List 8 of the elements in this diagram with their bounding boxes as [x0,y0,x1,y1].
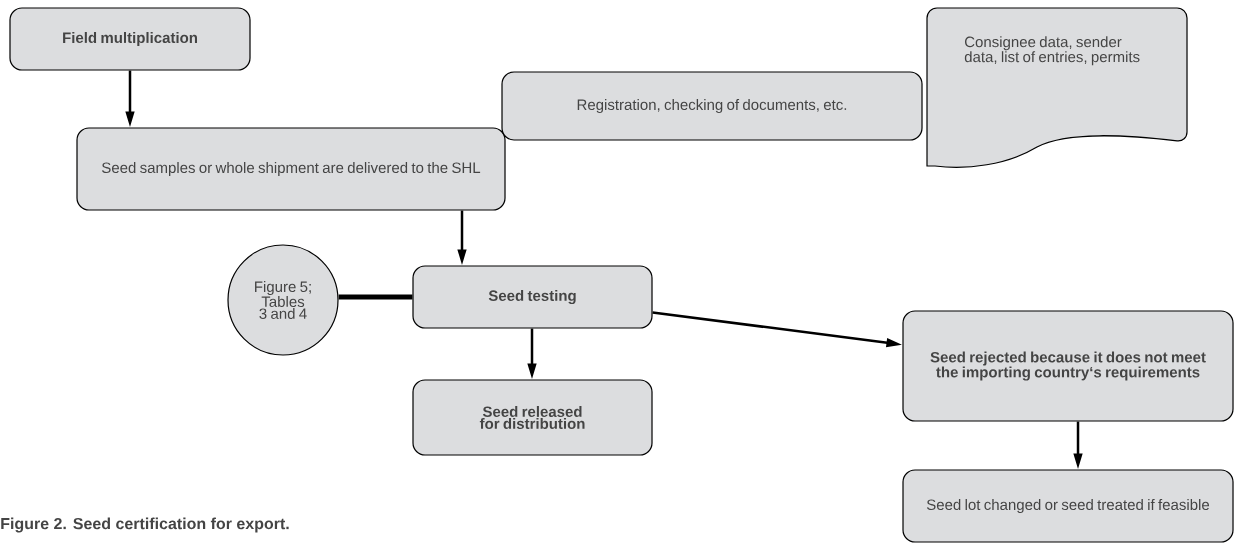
process-box: Seed samples or whole shipment are delivered to the SHL [76,127,506,211]
process-box: Seed testing [412,265,653,329]
process-box: Seed lot changed or seed treated if feasible [902,469,1234,543]
caption: Figure 2. Seed certification for export. [1,517,289,533]
process-box: Seed released for distribution [412,379,653,456]
process-box: Seed rejected because it does not meet the importing country‘s requirements [902,310,1234,422]
process-box: Field multiplication [9,7,251,71]
process-box: Registration, checking of documents, etc. [501,71,923,141]
